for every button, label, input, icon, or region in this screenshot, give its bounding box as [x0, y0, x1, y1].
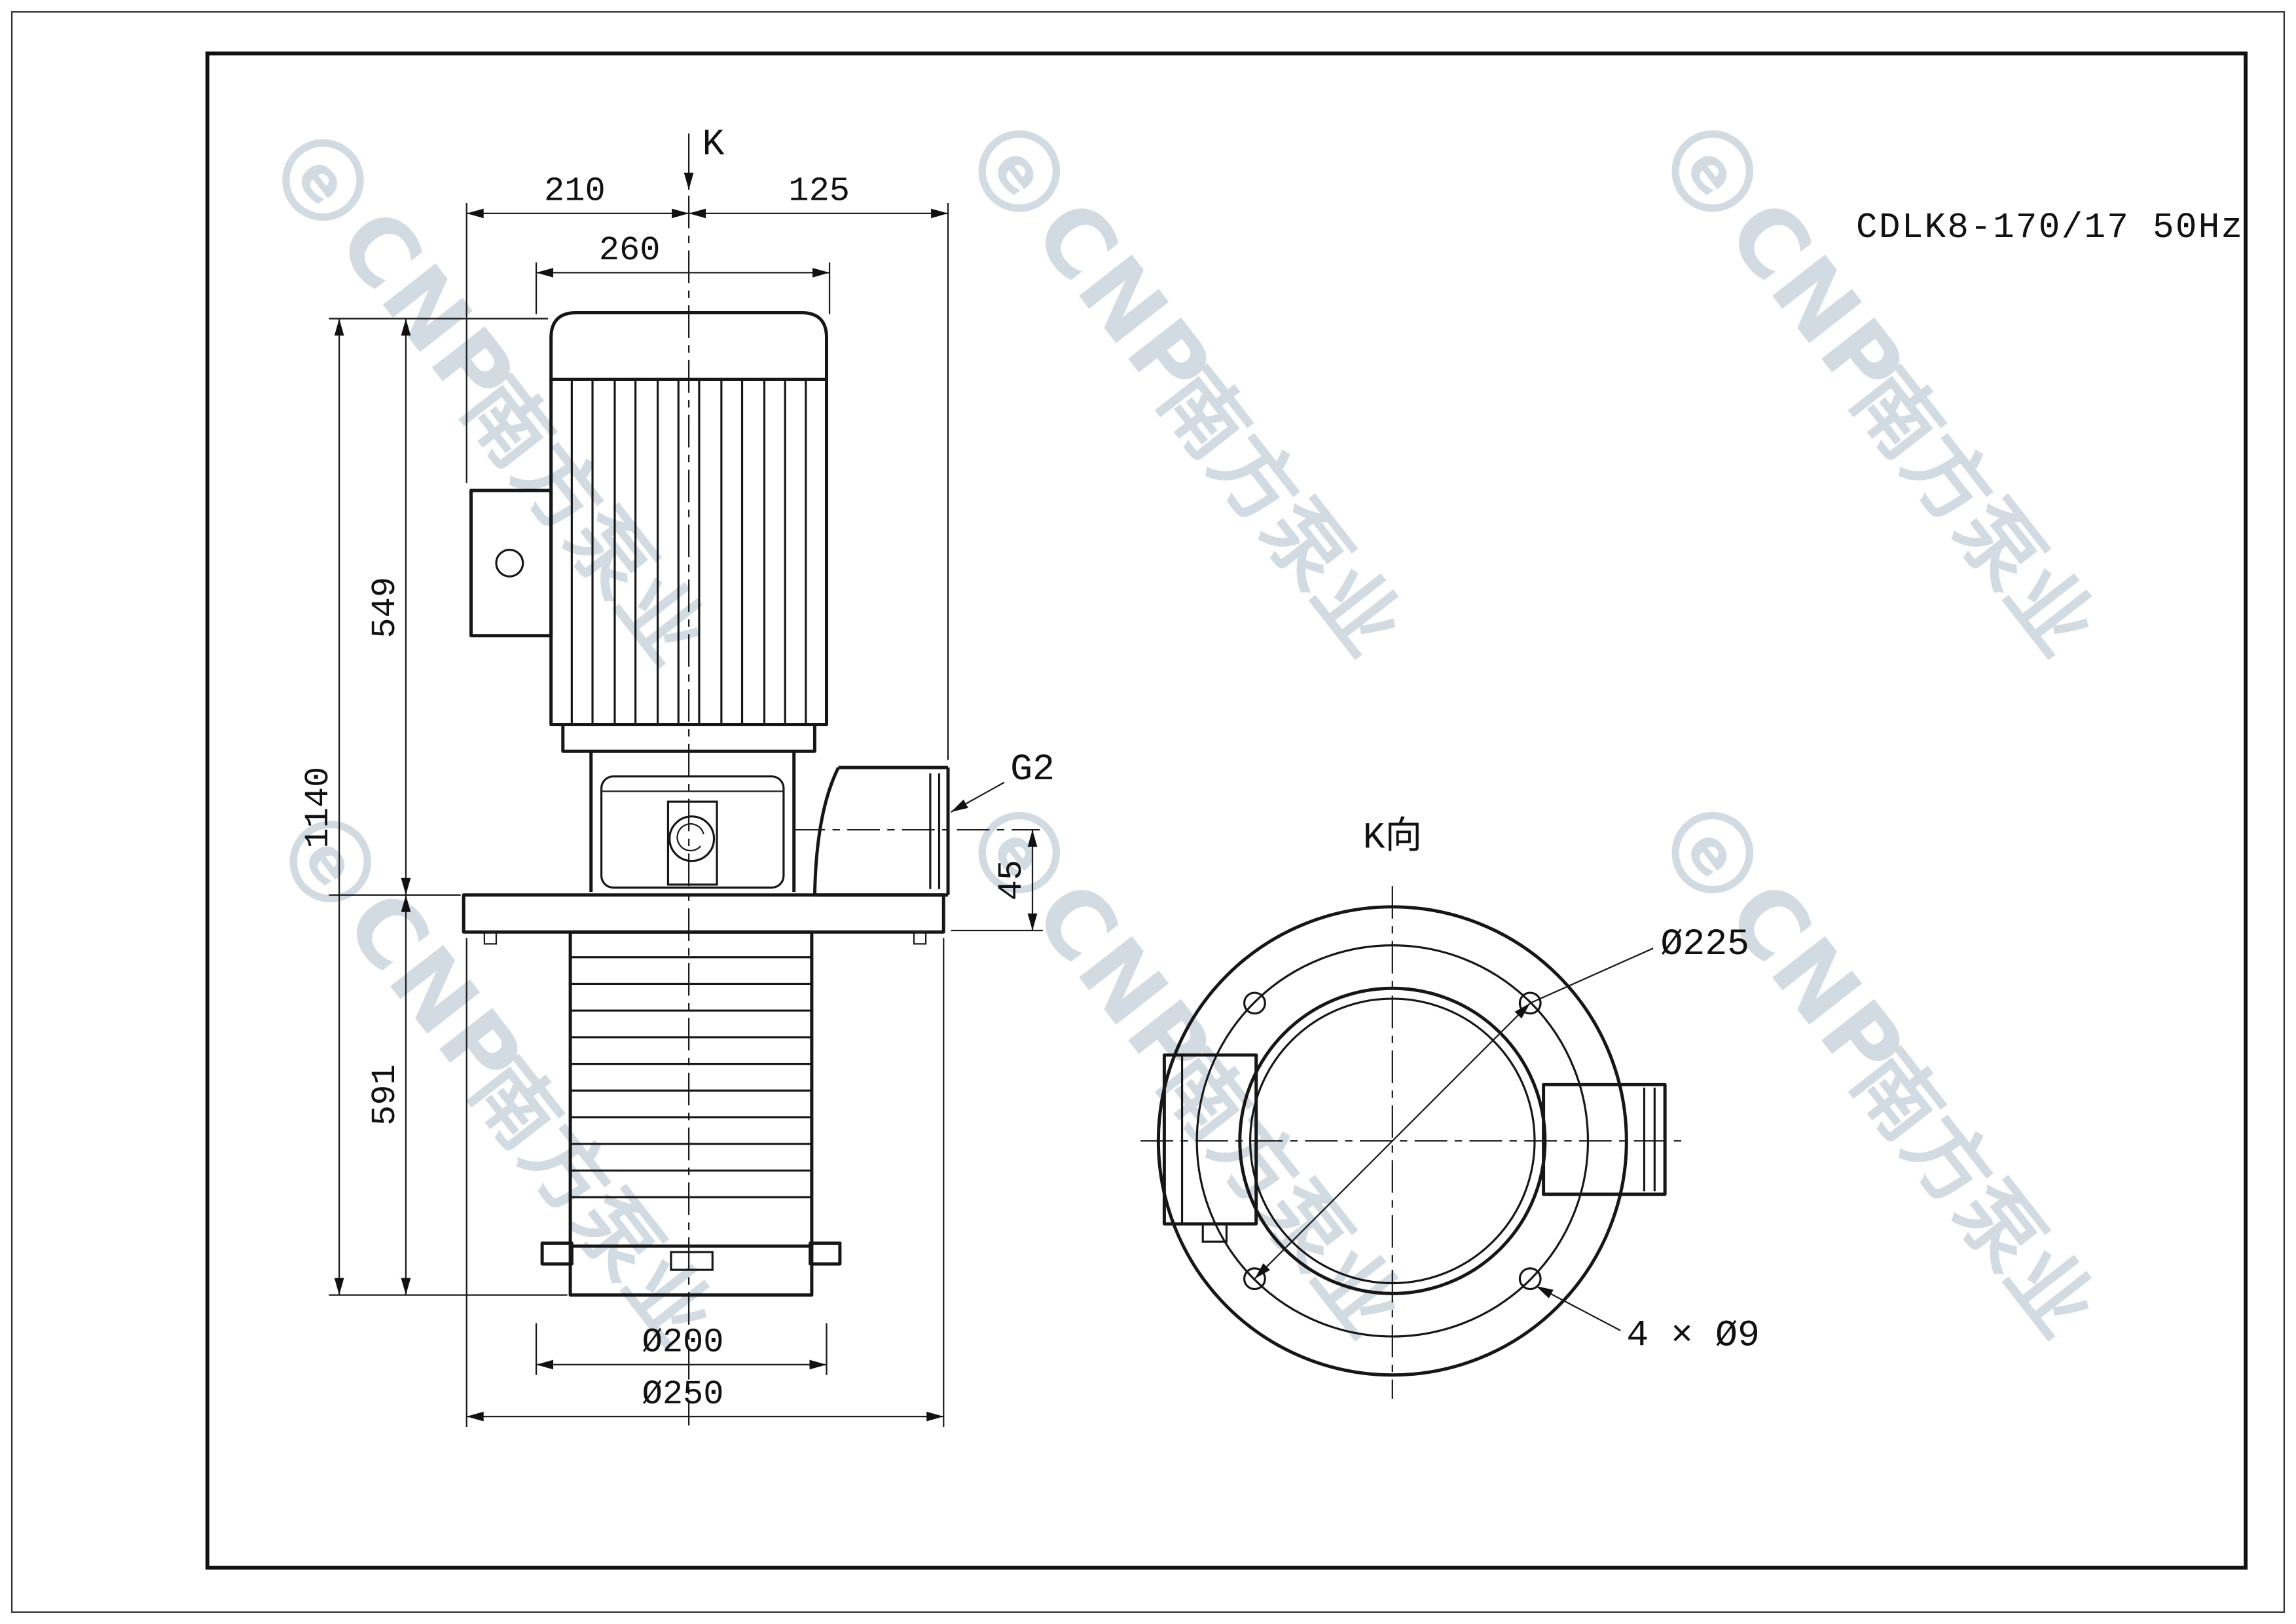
cnp-logo-icon — [1671, 130, 1753, 212]
cnp-logo-icon — [1671, 811, 1753, 894]
cnp-logo-icon — [282, 139, 364, 221]
barrel-circle-inner — [1249, 997, 1536, 1285]
drain-plug — [670, 1251, 714, 1271]
pump-barrel — [540, 930, 842, 1297]
cnp-logo-icon — [978, 811, 1061, 894]
motor-fan-cover — [549, 311, 829, 381]
lantern-window — [600, 775, 785, 889]
dim-210-label: 210 — [544, 172, 606, 211]
dim-250-label: Ø250 — [642, 1375, 724, 1414]
dim-591-label: 591 — [366, 1064, 405, 1126]
cnp-watermark: e CNP 南方泵业 — [978, 130, 1421, 673]
dim-225-leader — [1529, 948, 1654, 1004]
dim-line-225 — [1254, 1003, 1531, 1280]
dim-45-label: 45 — [993, 860, 1031, 900]
barrel-bottom — [568, 1244, 814, 1297]
stage-lines — [570, 956, 812, 1198]
plate-hole-mark — [913, 931, 927, 945]
k-direction-label: K — [702, 123, 724, 165]
coupling — [666, 800, 718, 886]
watermark-layer: e CNP 南方泵业 e CNP 南方泵业 e CNP 南方泵业 e CNP 南… — [282, 130, 2115, 1363]
cnp-logo-icon — [978, 130, 1061, 212]
barrel-lug-right — [809, 1241, 842, 1266]
svg-text:南方泵业: 南方泵业 — [1834, 352, 2115, 673]
svg-text:南方泵业: 南方泵业 — [1834, 1033, 2115, 1354]
terminal-box-tab — [1201, 1223, 1228, 1243]
dim-225-label: Ø225 — [1660, 923, 1749, 965]
watermark-brand-cn: 南方泵业 — [444, 360, 725, 681]
coupling-clamp-detail — [676, 823, 704, 852]
side-view: K 210 125 260 — [299, 123, 1055, 1427]
bolt-holes-label: 4 × Ø9 — [1626, 1315, 1760, 1357]
dim-549-label: 549 — [366, 577, 405, 638]
terminal-box — [469, 489, 553, 638]
flange-outer-circle — [1156, 905, 1628, 1377]
cnp-watermark: e CNP 南方泵业 — [1671, 811, 2115, 1354]
g2-label: G2 — [1010, 748, 1055, 790]
drawing-title: CDLK8-170/17 50Hz — [1856, 208, 2244, 248]
coupling-clamp — [668, 815, 716, 862]
g2-leader — [951, 781, 1005, 813]
k-view-label: K向 — [1363, 815, 1422, 858]
bolt-holes-leader — [1535, 1285, 1621, 1331]
cnp-watermark: e CNP 南方泵业 — [282, 139, 725, 682]
svg-text:南方泵业: 南方泵业 — [1140, 352, 1421, 673]
dim-260-label: 260 — [599, 231, 661, 270]
top-view: K向 Ø225 4 × Ø9 — [1140, 815, 1760, 1399]
cnp-watermark: e CNP 南方泵业 — [1671, 130, 2115, 673]
drawing-frame — [205, 51, 2248, 1570]
discharge-port — [792, 766, 1040, 897]
cnp-watermark: e CNP 南方泵业 — [289, 821, 732, 1363]
discharge-port-plan — [1542, 1082, 1667, 1196]
dim-1140-label: 1140 — [299, 767, 338, 849]
page-border-outer — [10, 11, 2286, 1613]
flange-raised-face-circle — [1195, 944, 1590, 1338]
motor-fins — [570, 379, 807, 725]
plate-hole-mark — [483, 931, 498, 945]
dim-200-label: Ø200 — [642, 1323, 724, 1362]
lantern-housing — [589, 750, 796, 893]
cnp-logo-icon — [289, 821, 371, 902]
terminal-box-gland — [495, 548, 524, 578]
dim-125-label: 125 — [788, 172, 850, 211]
mounting-plate — [462, 893, 945, 934]
